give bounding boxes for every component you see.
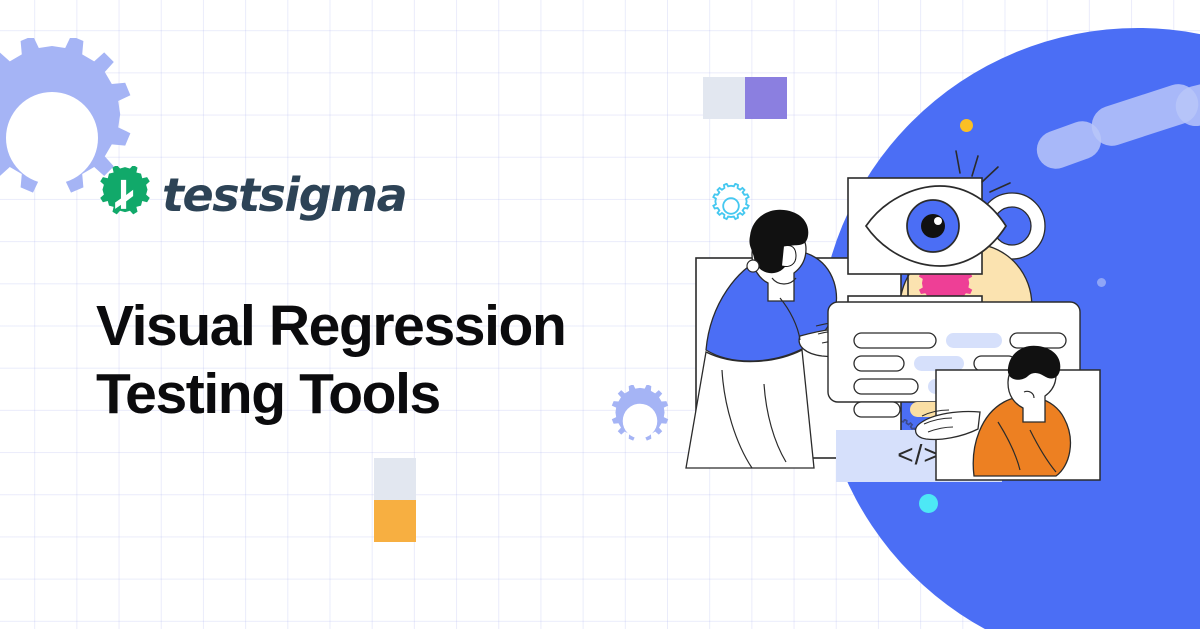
dot-yellow <box>960 119 973 132</box>
small-dot-on-circle <box>1097 278 1106 287</box>
svg-text:</>: </> <box>897 439 940 470</box>
page-title: Visual Regression Testing Tools <box>96 294 567 427</box>
testsigma-logo[interactable]: testsigma <box>96 166 408 224</box>
dot-cyan <box>919 494 938 513</box>
square-orange <box>374 500 416 542</box>
square-grey-lower <box>374 458 416 500</box>
testsigma-gear-logo-icon <box>100 166 150 215</box>
gear-periwinkle-large-icon <box>0 38 131 193</box>
person-blue-shirt <box>685 209 877 469</box>
square-grey-top <box>703 77 745 119</box>
hero-illustration: </> <box>660 40 1140 510</box>
testsigma-wordmark: testsigma <box>162 168 408 222</box>
gear-periwinkle-medium-icon <box>611 385 669 441</box>
gear-cyan-outline-icon <box>712 183 750 221</box>
square-purple <box>745 77 787 119</box>
person-orange-shirt <box>915 345 1101 481</box>
